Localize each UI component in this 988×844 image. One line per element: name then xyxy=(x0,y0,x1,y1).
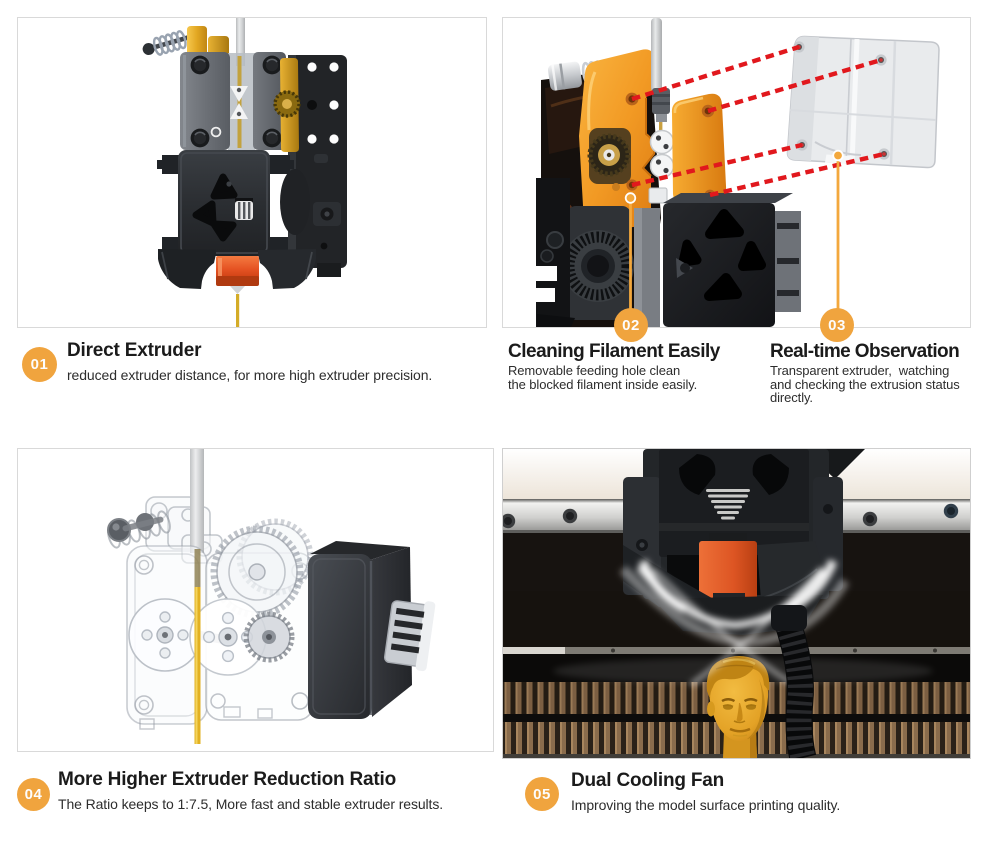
caption-direct-extruder: Direct Extruder reduced extruder distanc… xyxy=(67,341,432,384)
ghost-filament xyxy=(194,549,201,744)
printed-head-model xyxy=(706,656,770,758)
motor-connector xyxy=(383,600,436,672)
nozzle-block xyxy=(216,256,259,294)
fan-cover-block xyxy=(178,150,270,256)
orange-clamshell-left xyxy=(579,49,657,233)
feature-badge-01: 01 xyxy=(22,347,57,382)
badge-01-number: 01 xyxy=(30,356,49,373)
transparent-cover xyxy=(786,35,940,169)
red-dashed-callout-lines xyxy=(631,44,885,198)
direct-extruder-photo-illustration xyxy=(142,18,347,327)
feature-title: Dual Cooling Fan xyxy=(571,770,725,791)
panel-cleaning-filament xyxy=(502,17,971,328)
left-bracket xyxy=(530,178,575,327)
orange-clamshell-right xyxy=(671,93,727,205)
filament-tube xyxy=(236,18,245,66)
filament-strand xyxy=(236,294,240,327)
blower-fan xyxy=(562,206,634,320)
feature-badge-03: 03 xyxy=(820,308,854,342)
idler-pulleys xyxy=(649,129,675,179)
gear-bracket xyxy=(273,58,301,152)
housing-screws xyxy=(190,55,282,148)
feature-description: The Ratio keeps to 1:7.5, More fast and … xyxy=(58,796,444,812)
small-gear xyxy=(243,611,295,663)
ghost-spring xyxy=(107,510,171,549)
badge-03-number: 03 xyxy=(828,316,846,334)
panel-dual-cooling-fan xyxy=(502,448,971,759)
feature-badge-02: 02 xyxy=(614,308,648,342)
feature-title: Cleaning Filament Easily xyxy=(508,341,720,362)
badge-02-number: 02 xyxy=(622,316,640,334)
feature-title: More Higher Extruder Reduction Ratio xyxy=(58,769,397,790)
bracket-strip-hl xyxy=(634,208,642,327)
caption-dual-cooling-fan: Dual Cooling Fan Improving the model sur… xyxy=(571,771,840,814)
dual-cooling-fan-photo-illustration xyxy=(503,449,970,758)
feature-badge-04: 04 xyxy=(17,778,50,811)
caption-reduction-ratio: More Higher Extruder Reduction Ratio The… xyxy=(58,770,443,813)
caption-cleaning-filament: Cleaning Filament Easily Removable feedi… xyxy=(508,342,720,391)
panel-direct-extruder xyxy=(17,17,487,328)
badge-04-number: 04 xyxy=(24,786,43,803)
cooling-airflow xyxy=(619,559,850,687)
blower-fan-hint xyxy=(280,169,310,235)
cleaning-filament-photo-illustration xyxy=(530,18,940,327)
feature-description: Transparent extruder, watching and check… xyxy=(770,363,960,406)
reduction-ratio-photo-illustration xyxy=(107,449,436,744)
ghost-gears xyxy=(210,518,314,619)
feature-title: Real-time Observation xyxy=(770,341,960,362)
heatsink-cube xyxy=(663,193,801,327)
ptfe-connector xyxy=(648,187,668,204)
feature-description: Improving the model surface printing qua… xyxy=(571,797,841,813)
badge-05-number: 05 xyxy=(533,785,551,803)
extruder-upper-housing xyxy=(180,52,286,150)
feature-description: Removable feeding hole clean the blocked… xyxy=(508,363,698,392)
filament-tube-coupler xyxy=(651,18,670,148)
caption-realtime-observation: Real-time Observation Transparent extrud… xyxy=(770,342,960,405)
feature-description: reduced extruder distance, for more high… xyxy=(67,367,433,383)
gear-discs xyxy=(128,598,267,676)
spring-screw xyxy=(142,30,192,56)
leader-lines xyxy=(624,149,844,327)
cable-tube xyxy=(771,605,817,758)
ghost-tube xyxy=(190,449,204,553)
feature-title: Direct Extruder xyxy=(67,340,202,361)
fan-duct-claws xyxy=(158,249,316,289)
feature-badge-05: 05 xyxy=(525,777,559,811)
panel-reduction-ratio xyxy=(17,448,494,752)
heatsink-fins xyxy=(706,489,750,520)
